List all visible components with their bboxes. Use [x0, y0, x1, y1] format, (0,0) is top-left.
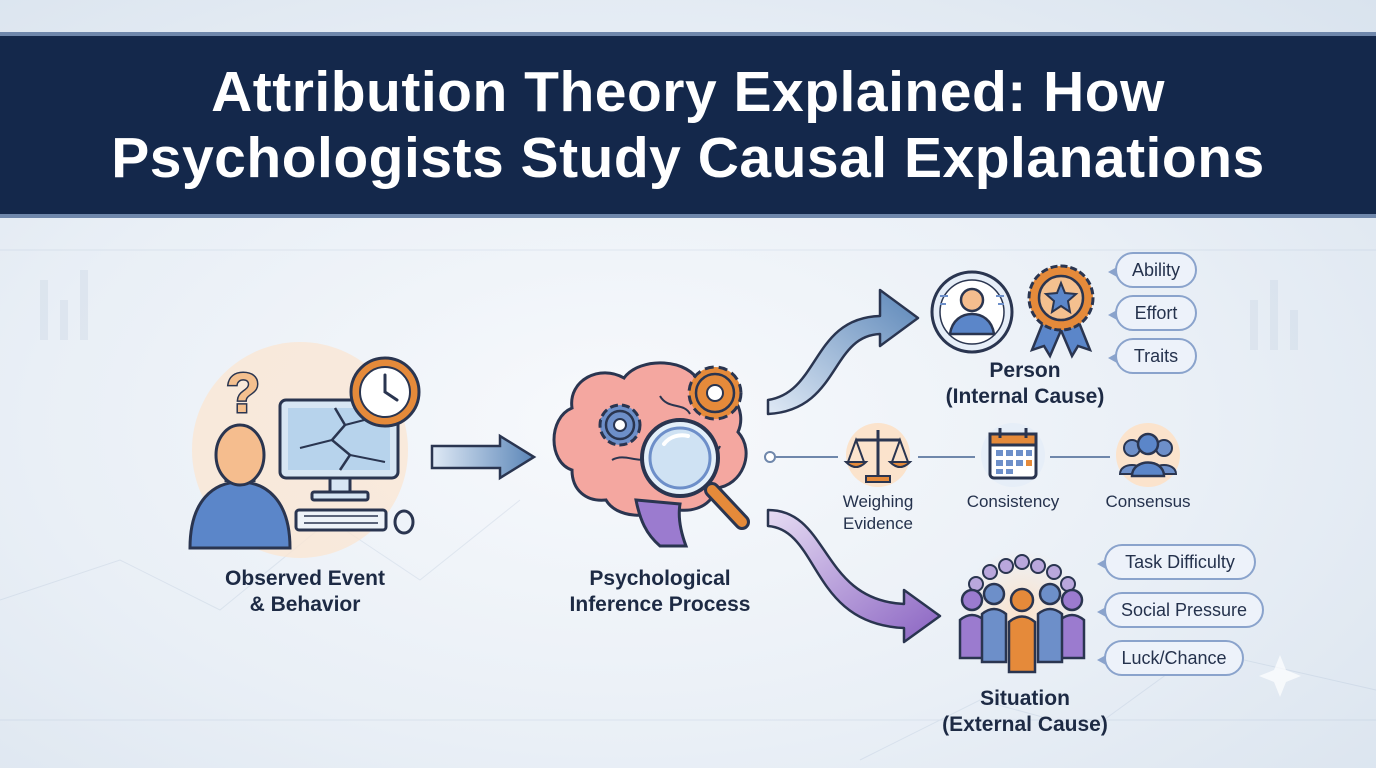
magnifying-glass-icon — [640, 418, 750, 530]
group-icon — [1116, 423, 1180, 487]
arrow-to-situation — [766, 508, 942, 644]
person-factor-effort: Effort — [1108, 295, 1197, 331]
title-banner: Attribution Theory Explained: How Psycho… — [0, 32, 1376, 218]
person-factor-ability: Ability — [1108, 252, 1197, 288]
title-line-2: Psychologists Study Causal Explanations — [111, 126, 1265, 190]
consensus-label: Consensus — [1105, 492, 1191, 511]
situation-factor-luck-chance: Luck/Chance — [1097, 640, 1244, 676]
criteria-connector — [764, 451, 1110, 463]
situation-factor-task-difficulty: Task Difficulty — [1097, 544, 1256, 580]
gear-icon — [687, 365, 743, 421]
calendar-icon — [981, 423, 1045, 487]
observed-label: Observed Event & Behavior — [225, 567, 385, 616]
person-icon — [188, 423, 292, 550]
title-line-1: Attribution Theory Explained: How — [211, 60, 1165, 124]
inference-label: Psychological Inference Process — [569, 567, 751, 616]
situation-factor-social-pressure: Social Pressure — [1097, 592, 1264, 628]
arrow-observed-to-inference — [430, 433, 537, 481]
weighing-evidence-label: Weighing Evidence — [842, 492, 914, 533]
question-mark-icon: ? — [225, 360, 262, 426]
clock-icon — [349, 356, 421, 428]
svg-text:?: ? — [226, 361, 260, 424]
person-factor-traits: Traits — [1108, 338, 1197, 374]
award-ribbon-icon — [1027, 264, 1095, 359]
profile-badge-icon — [930, 270, 1014, 354]
consistency-label: Consistency — [966, 492, 1060, 511]
arrow-to-person — [766, 288, 920, 416]
situation-label: Situation (External Cause) — [942, 687, 1108, 736]
person-label: Person (Internal Cause) — [945, 359, 1105, 408]
crowd-icon — [958, 550, 1086, 674]
gear-icon — [598, 403, 642, 447]
scales-icon — [843, 423, 913, 487]
